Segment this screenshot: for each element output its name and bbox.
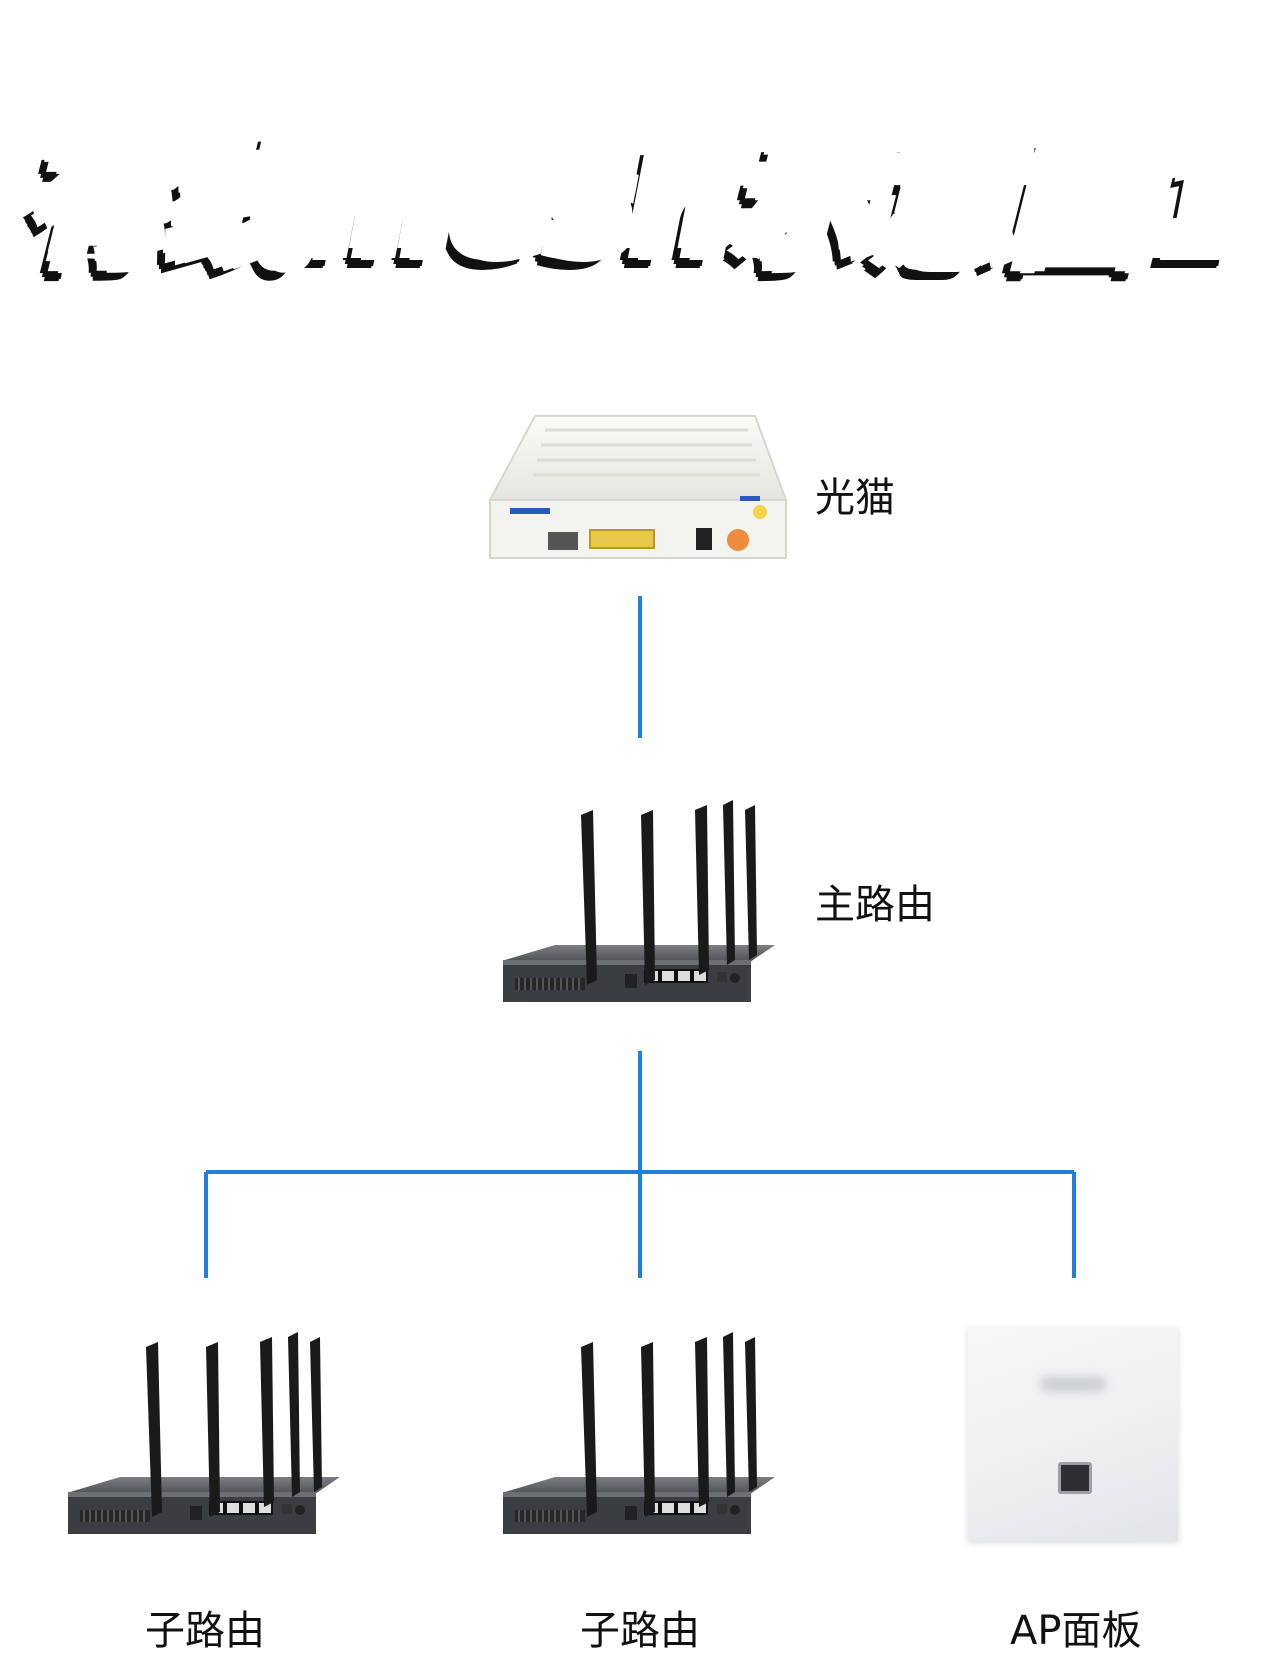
- label-sub-router-1: 子路由: [145, 1608, 265, 1654]
- ap-panel-device: [968, 1327, 1178, 1541]
- ap-panel-logo: [1040, 1377, 1106, 1391]
- sub-router-1-device: [67, 1331, 341, 1535]
- label-main-router: 主路由: [815, 882, 935, 928]
- label-modem: 光猫: [815, 475, 895, 521]
- diagram-title: 有线mesh示意图1: [25, 117, 1253, 284]
- label-sub-router-2: 子路由: [580, 1608, 700, 1654]
- label-ap-panel: AP面板: [1010, 1608, 1142, 1654]
- main-router-device: [502, 799, 776, 1003]
- ap-panel-ethernet-port: [1058, 1462, 1092, 1494]
- sub-router-2-device: [502, 1331, 776, 1535]
- modem-device: [488, 415, 788, 559]
